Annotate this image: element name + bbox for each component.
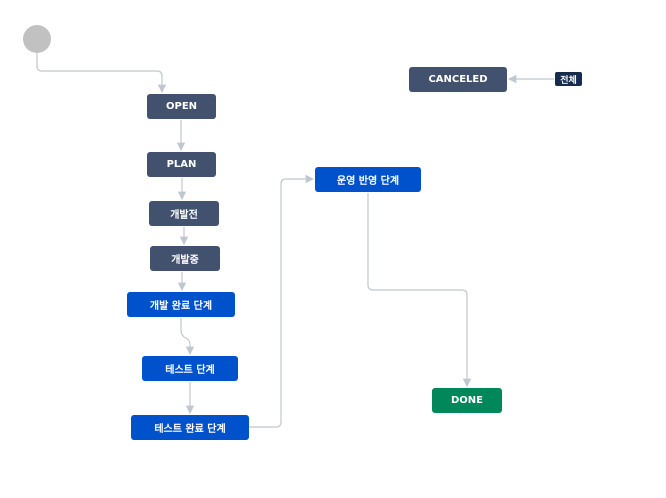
- edge-devdone-test: [180, 318, 195, 356]
- status-dev-pre[interactable]: 개발전: [149, 201, 219, 226]
- status-done[interactable]: DONE: [432, 388, 502, 413]
- edge-start-open: [36, 53, 167, 94]
- status-test[interactable]: 테스트 단계: [142, 356, 238, 381]
- edge-testdone-ops: [249, 174, 315, 428]
- status-canceled[interactable]: CANCELED: [409, 67, 507, 92]
- status-test-complete[interactable]: 테스트 완료 단계: [131, 415, 249, 440]
- status-plan[interactable]: PLAN: [147, 152, 216, 177]
- status-open[interactable]: OPEN: [147, 94, 216, 119]
- status-ops-release[interactable]: 운영 반영 단계: [315, 167, 421, 192]
- global-transition-badge[interactable]: 전체: [555, 72, 582, 86]
- status-dev-complete[interactable]: 개발 완료 단계: [127, 292, 235, 317]
- edge-ops-done: [367, 193, 472, 388]
- start-node: [23, 25, 51, 53]
- status-dev-in-progress[interactable]: 개발중: [150, 246, 220, 271]
